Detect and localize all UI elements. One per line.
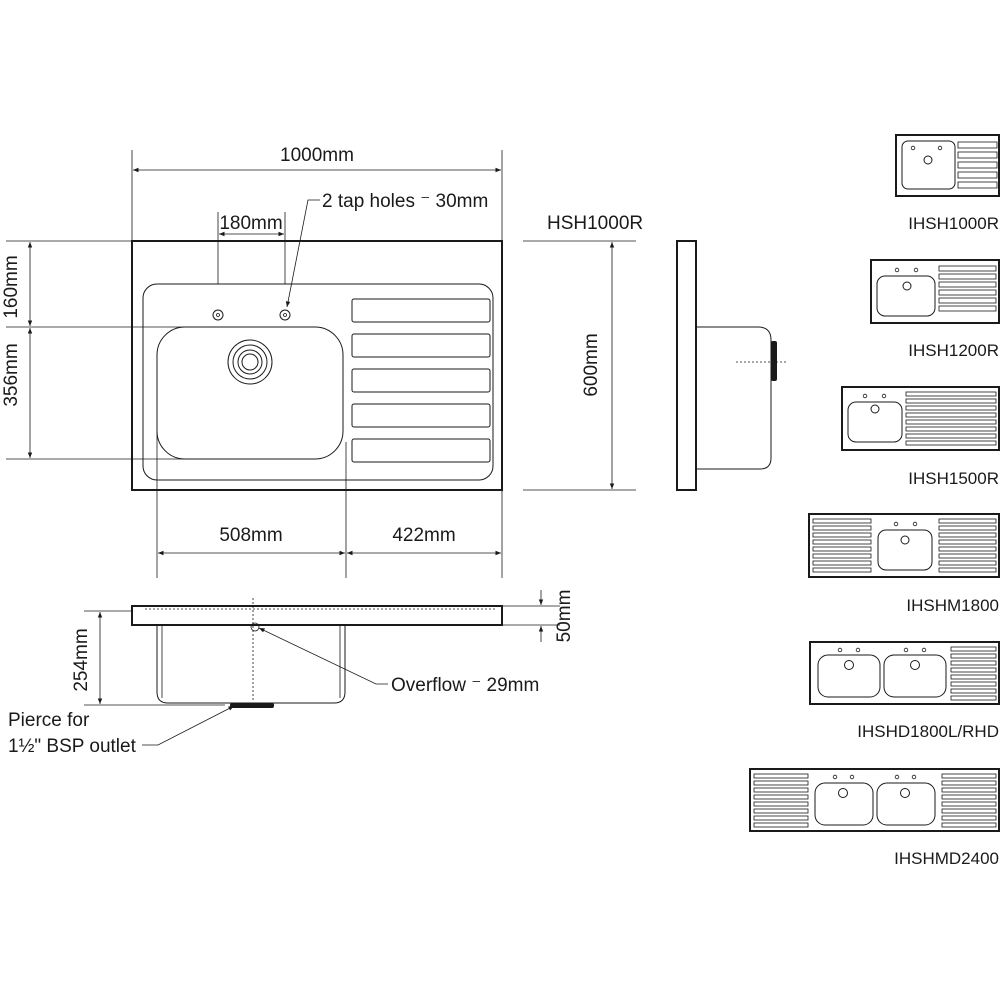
dim-drainer-width: 422mm	[392, 525, 455, 546]
waste-outlet	[227, 339, 273, 385]
variant-label: IHSH1000R	[908, 214, 999, 233]
dim-depth: 600mm	[581, 333, 602, 396]
variant-label: IHSH1200R	[908, 341, 999, 360]
overflow-note: Overflow ⁻ 29mm	[391, 675, 539, 696]
sink-inner-deck	[142, 283, 494, 481]
model-label: HSH1000R	[547, 213, 643, 234]
dim-width: 1000mm	[280, 145, 354, 166]
side-bowl	[696, 326, 772, 470]
variant-ihsh1000r: IHSH1000R	[895, 134, 1000, 233]
section-view: 254mm 50mm Overflow ⁻ 29mm Pierce for 1½…	[8, 590, 575, 757]
bowl	[156, 326, 344, 460]
variant-label: IHSH1500R	[908, 469, 999, 488]
dim-tap-offset: 180mm	[219, 213, 282, 234]
section-outlet	[230, 703, 274, 708]
outlet-note-line2: 1½" BSP outlet	[8, 736, 137, 757]
dim-bowl-width: 508mm	[219, 525, 282, 546]
plan-view: 1000mm 180mm 2 tap holes ⁻ 30mm HSH1000R…	[1, 145, 643, 578]
tap-holes	[212, 309, 291, 321]
drainer-grooves	[351, 298, 491, 463]
dim-bowl-height: 356mm	[1, 343, 22, 406]
dim-flange: 50mm	[554, 590, 575, 643]
dim-top-margin: 160mm	[1, 255, 22, 318]
side-view: 600mm	[523, 240, 786, 491]
section-bowl	[156, 625, 346, 704]
variant-ihshm1800: IHSHM1800	[808, 513, 1000, 615]
variant-ihsh1200r: IHSH1200R	[870, 259, 1000, 360]
sink-outline	[131, 240, 503, 491]
variant-label: IHSHD1800L/RHD	[857, 722, 999, 741]
variant-ihshmd2400: IHSHMD2400	[749, 768, 1000, 868]
variant-ihshd1800l-rhd: IHSHD1800L/RHD	[809, 641, 1000, 741]
tap-note: 2 tap holes ⁻ 30mm	[322, 191, 488, 212]
outlet-note-line1: Pierce for	[8, 710, 90, 731]
section-top	[131, 605, 503, 626]
variant-label: IHSHM1800	[906, 596, 999, 615]
side-overflow	[771, 341, 777, 381]
variant-label: IHSHMD2400	[894, 849, 999, 868]
side-flange	[676, 240, 697, 491]
variant-ihsh1500r: IHSH1500R	[841, 386, 1000, 488]
dim-bowl-depth: 254mm	[71, 628, 92, 691]
